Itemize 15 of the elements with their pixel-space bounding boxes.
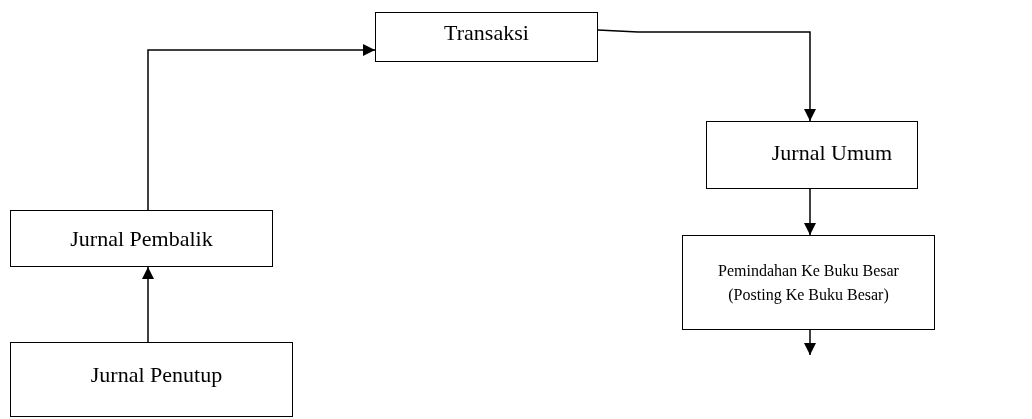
box-label: Pemindahan Ke Buku Besar (Posting Ke Buku Besar) xyxy=(717,260,900,306)
arrow xyxy=(804,329,816,356)
process-box xyxy=(682,235,935,330)
box-label: Jurnal Pembalik xyxy=(70,225,213,253)
arrow xyxy=(142,266,154,343)
box-label: Transaksi xyxy=(444,18,529,47)
process-box xyxy=(706,121,918,189)
arrow xyxy=(147,44,376,211)
process-box xyxy=(375,12,598,62)
box-label: Jurnal Umum xyxy=(771,138,893,167)
arrow xyxy=(804,188,816,236)
arrow xyxy=(597,29,816,122)
process-box xyxy=(10,342,293,417)
box-label: Jurnal Penutup xyxy=(90,361,223,389)
process-box xyxy=(10,210,273,267)
